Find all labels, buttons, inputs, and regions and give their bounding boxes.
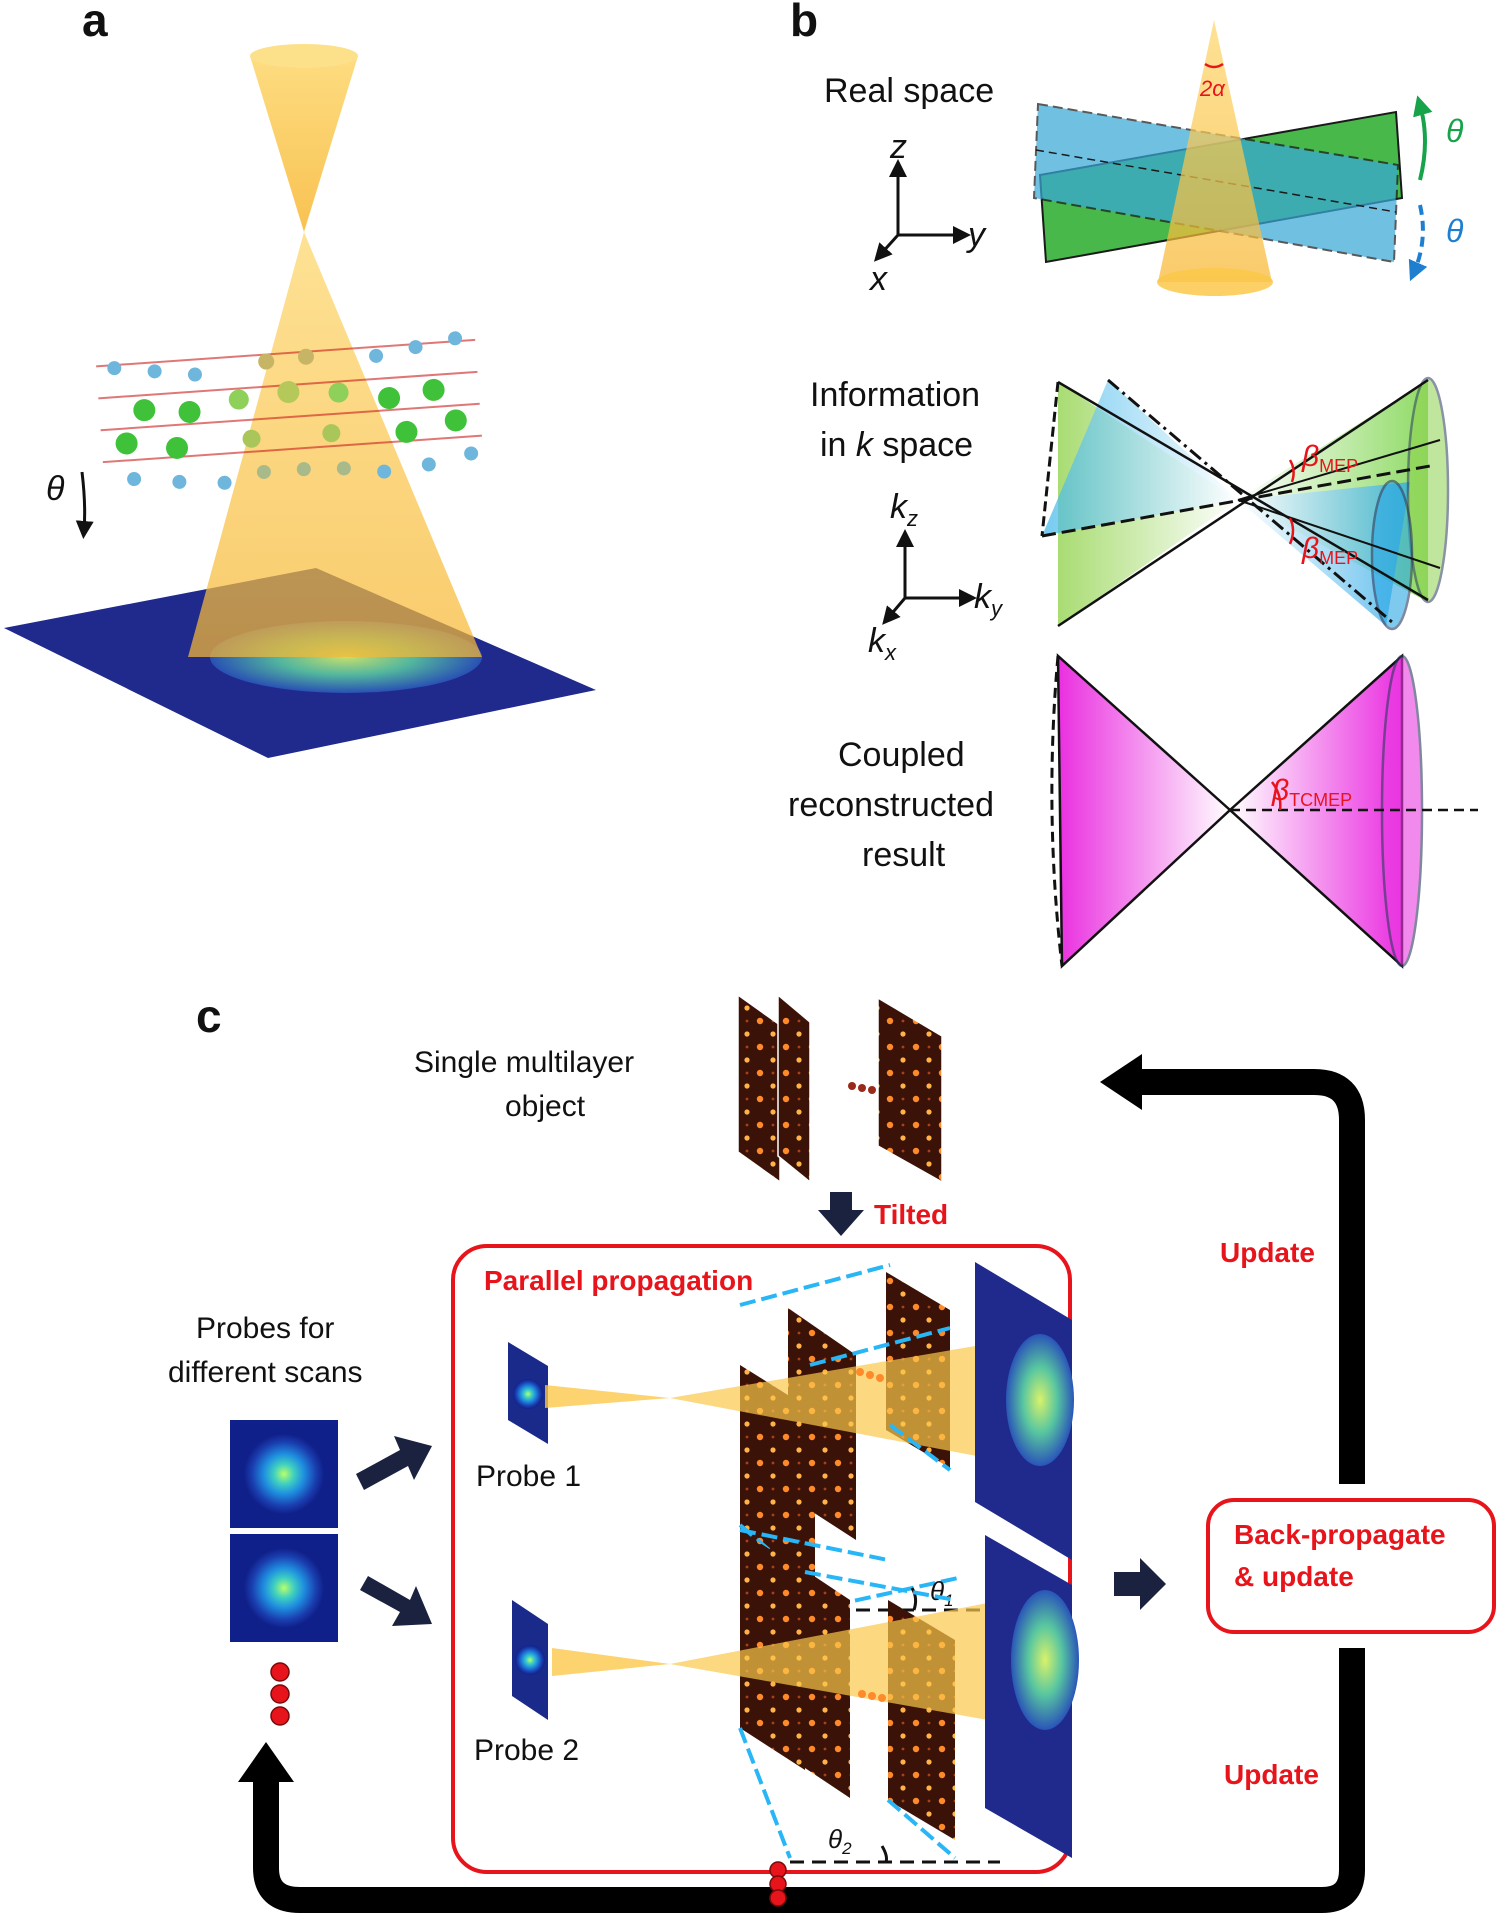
coupled-line2: reconstructed (788, 786, 994, 824)
panel-a-theta: θ (46, 470, 65, 508)
update-loop-bottom-head (238, 1742, 294, 1782)
angle-2a-arc (1204, 62, 1224, 69)
theta-blue-label: θ (1446, 213, 1464, 249)
panel-a-rotation-arrow (75, 471, 94, 539)
angle-2a-label: 2α (1199, 76, 1226, 101)
beta-mep-bottom-label: βMEP (1301, 532, 1358, 568)
probe2-path (512, 1528, 1079, 1864)
panel-a: a (4, 0, 596, 758)
k-space-cones (1040, 376, 1450, 631)
theta-green-label: θ (1446, 113, 1464, 149)
k-space-axes: kz ky kx (868, 488, 1004, 665)
probes-line2: different scans (168, 1356, 363, 1389)
theta-blue-arrow (1408, 204, 1428, 282)
backprop-box (1206, 1498, 1496, 1634)
axis-z-label: z (889, 128, 907, 166)
theta-green-arrow (1413, 95, 1433, 181)
panel-a-label: a (82, 0, 108, 46)
to-backprop-arrow (1114, 1558, 1166, 1610)
real-space-label: Real space (824, 72, 994, 110)
coupled-cones (1050, 653, 1478, 969)
beta-mep-top-label: βMEP (1301, 440, 1358, 476)
beam-lower-cone (188, 232, 482, 657)
axis-kz-label: kz (890, 488, 918, 531)
axis-x-label: x (868, 260, 888, 298)
panel-b: b Real space z y x 2α θ θ Information in… (788, 0, 1478, 969)
object-line1: Single multilayer (414, 1046, 634, 1079)
real-space-beam (1158, 20, 1272, 282)
update-top-label: Update (1220, 1237, 1315, 1268)
beta-tcmep-arc (1270, 781, 1282, 811)
probes-line1: Probes for (196, 1312, 334, 1345)
beta-mep-arc-bottom (1288, 517, 1295, 545)
panel-c-label: c (196, 990, 222, 1042)
axis-kx-label: kx (868, 622, 897, 665)
real-space-beam-base (1157, 268, 1273, 296)
crystal-lattice (96, 331, 482, 490)
beam-upper-cone (250, 56, 358, 232)
axis-y-label: y (966, 216, 987, 254)
probe1-input-arrow (356, 1436, 432, 1490)
probe1-label: Probe 1 (476, 1460, 581, 1493)
beta-tcmep-label: βTCMEP (1271, 774, 1352, 810)
panel-b-label: b (790, 0, 818, 46)
update-loop-top-head (1100, 1054, 1142, 1110)
update-loop-bottom (253, 1648, 1365, 1913)
probe2-label: Probe 2 (474, 1734, 579, 1767)
update-bottom-label: Update (1224, 1759, 1319, 1790)
coupled-line3: result (862, 836, 946, 874)
object-line2: object (505, 1090, 586, 1123)
info-k-line2: in k space (820, 426, 973, 464)
tilted-label: Tilted (874, 1199, 948, 1230)
tilted-arrow (818, 1192, 864, 1236)
beta-mep-arc-top (1288, 459, 1295, 483)
coupled-line1: Coupled (838, 736, 965, 774)
parallel-propagation-box (451, 1244, 1072, 1874)
info-k-line1: Information (810, 376, 980, 414)
multilayer-object (737, 993, 943, 1184)
theta2-label: θ2 (828, 1824, 852, 1858)
beam-top-ellipse (250, 44, 358, 68)
backprop-line1: Back-propagate (1234, 1519, 1446, 1550)
parallel-more-dots (769, 1861, 787, 1907)
probe-images (230, 1420, 338, 1642)
real-space-axes: z y x (868, 128, 987, 298)
parallel-propagation-label: Parallel propagation (484, 1265, 753, 1296)
panel-c: c Single multilayer object Tilted Parall… (168, 990, 1496, 1913)
update-loop-top (1134, 1069, 1365, 1484)
probe-more-dots (270, 1662, 290, 1726)
probe2-input-arrow (360, 1576, 432, 1626)
axis-ky-label: ky (974, 578, 1004, 621)
backprop-line2: & update (1234, 1561, 1354, 1592)
